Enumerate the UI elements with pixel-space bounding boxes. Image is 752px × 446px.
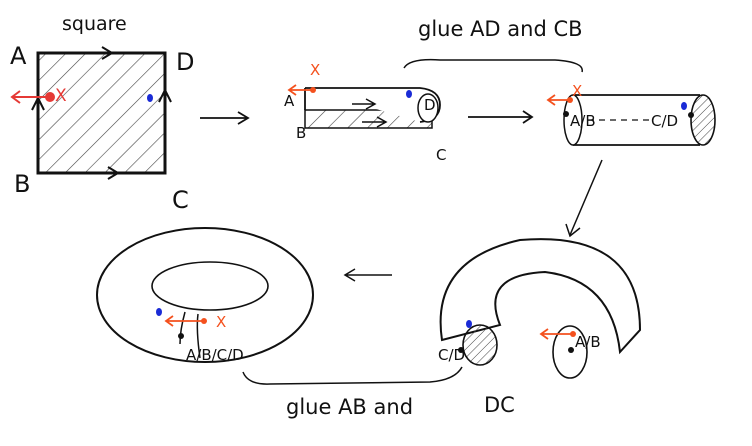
strip-label-c: C (436, 146, 446, 164)
bent-left-dot (458, 347, 464, 353)
blue-point (147, 94, 153, 102)
bent-red-point (570, 331, 576, 337)
red-point (45, 92, 55, 102)
cylinder-red-point (567, 97, 573, 103)
step-arrow-3 (565, 159, 603, 238)
strip-x-mark: X (310, 61, 320, 79)
cylinder-x-mark: X (572, 82, 582, 100)
strip-arrow-top (352, 98, 377, 110)
glue-second-caption: glue AB and (286, 395, 413, 419)
top-edge-arrow (95, 46, 114, 60)
square-figure: square A B C D X (10, 13, 194, 214)
bent-cylinder-body (439, 238, 642, 355)
red-x-mark: X (55, 86, 67, 106)
corner-label-d: D (176, 48, 194, 76)
cylinder-label-right: C/D (651, 112, 678, 130)
bent-left-end (462, 324, 498, 366)
step-arrow-2 (468, 110, 534, 124)
cylinder-blue-point (681, 102, 687, 110)
cylinder-left-end (563, 94, 583, 146)
glue-second-dc: DC (484, 393, 515, 417)
bent-red-arrow (539, 328, 571, 340)
strip-red-point (310, 87, 316, 93)
corner-label-b: B (14, 170, 30, 198)
right-edge-arrow (158, 87, 172, 110)
step-arrow-4 (343, 268, 392, 282)
corner-label-a: A (10, 42, 27, 70)
glue-second-brace (242, 366, 463, 385)
cylinder-left-dot (563, 111, 569, 117)
cylinder-right-end (690, 94, 716, 146)
corner-label-c: C (172, 186, 189, 214)
torus-x-mark: X (216, 313, 226, 331)
cylinder-red-arrow (546, 94, 568, 106)
strip-label-b: B (296, 124, 306, 142)
cylinder-sides (573, 94, 700, 146)
bent-blue-point (466, 320, 472, 328)
strip-label-d: D (424, 96, 436, 114)
torus-blue-point (156, 308, 162, 316)
glue-first-brace (403, 58, 583, 73)
step-arrow-1 (200, 111, 250, 125)
cylinder-right-dot (688, 112, 694, 118)
bent-right-dot (568, 347, 574, 353)
torus-hole (151, 261, 269, 311)
square-title: square (62, 13, 127, 35)
bottom-edge-arrow (100, 166, 120, 180)
torus-red-point (201, 318, 207, 324)
strip-blue-point (406, 90, 412, 98)
torus-figure: A/B/C/D X (96, 227, 314, 364)
glue-first-caption: glue AD and CB (418, 17, 583, 41)
torus-dot (178, 333, 184, 339)
bent-label-left: C/D (438, 346, 465, 364)
bent-label-right: A/B (575, 333, 601, 351)
torus-red-arrow (164, 315, 203, 327)
bent-cylinder-figure: C/D A/B (438, 238, 642, 379)
cylinder-figure: A/B C/D X (546, 82, 716, 146)
red-direction-arrow (10, 90, 48, 104)
strip-label-a: A (284, 92, 295, 110)
strip-end (417, 93, 439, 123)
torus-meridian (179, 311, 201, 359)
rolling-figure: glue AD and CB A B C D X (284, 17, 583, 164)
torus-label: A/B/C/D (186, 346, 244, 364)
strip-red-arrow (287, 84, 311, 96)
cylinder-label-left: A/B (570, 112, 596, 130)
strip-arrow-bottom (362, 116, 388, 128)
square-shape (36, 51, 167, 175)
